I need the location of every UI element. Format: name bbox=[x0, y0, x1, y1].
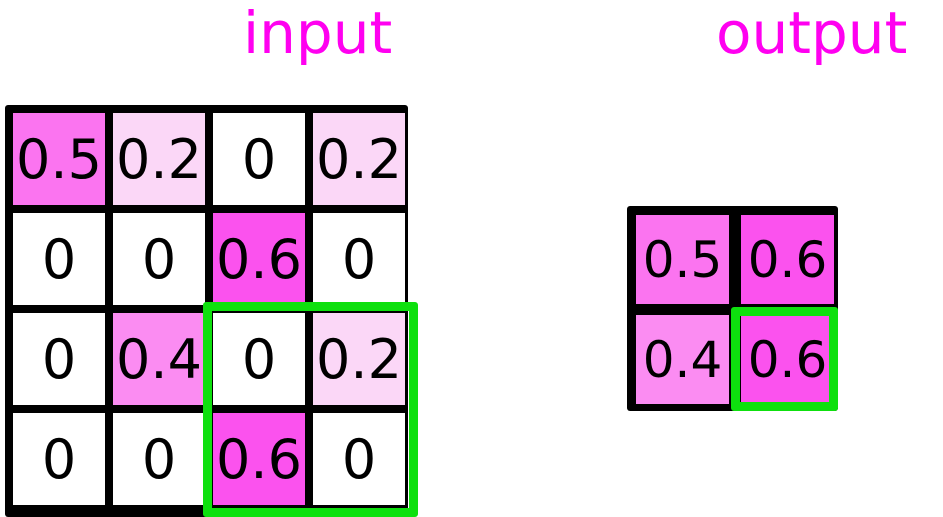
input-matrix-cell-r0-c2: 0 bbox=[213, 113, 305, 205]
input-matrix-cell-r3-c3: 0 bbox=[313, 413, 405, 505]
input-matrix-cell-r2-c0: 0 bbox=[13, 313, 105, 405]
input-matrix-cell-r1-c0: 0 bbox=[13, 213, 105, 305]
input-matrix-cell-r2-c3: 0.2 bbox=[313, 313, 405, 405]
input-matrix-cell-r0-c0: 0.5 bbox=[13, 113, 105, 205]
input-matrix-cell-r2-c1: 0.4 bbox=[113, 313, 205, 405]
input-matrix-cell-r1-c2: 0.6 bbox=[213, 213, 305, 305]
input-panel-title: input bbox=[243, 0, 393, 67]
output-panel-title: output bbox=[716, 0, 908, 67]
output-matrix-cell-r0-c1: 0.6 bbox=[741, 215, 834, 304]
input-matrix-cell-r1-c1: 0 bbox=[113, 213, 205, 305]
input-matrix-cell-r0-c1: 0.2 bbox=[113, 113, 205, 205]
input-matrix-cell-r2-c2: 0 bbox=[213, 313, 305, 405]
input-matrix-cell-r3-c0: 0 bbox=[13, 413, 105, 505]
input-matrix-cell-r1-c3: 0 bbox=[313, 213, 405, 305]
input-matrix-cell-r0-c3: 0.2 bbox=[313, 113, 405, 205]
output-matrix-cell-r1-c1: 0.6 bbox=[741, 315, 834, 404]
output-matrix-cell-r0-c0: 0.5 bbox=[636, 215, 729, 304]
input-matrix-cell-r3-c2: 0.6 bbox=[213, 413, 305, 505]
output-matrix-cell-r1-c0: 0.4 bbox=[636, 315, 729, 404]
input-matrix-cell-r3-c1: 0 bbox=[113, 413, 205, 505]
